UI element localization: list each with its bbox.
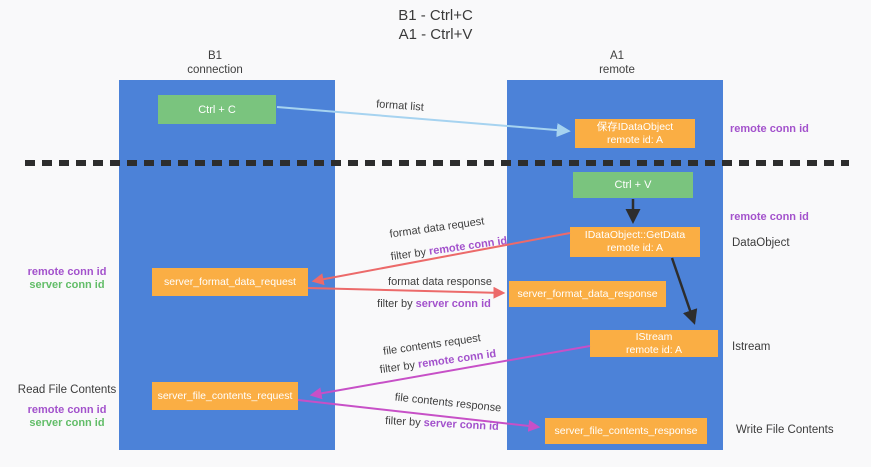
save-idataobject-line2: remote id: A [606,133,664,146]
read-server-conn-id: server conn id [29,417,105,429]
server-conn-id-text: server conn id [423,417,500,433]
istream-box: IStream remote id: A [590,330,718,357]
server-format-data-response-box: server_format_data_response [509,281,666,307]
istream-line1: IStream [635,330,673,343]
save-idataobject-box: 保存IDataObject remote id: A [575,119,695,148]
istream-side-label: Istream [732,341,771,353]
format-list-label: format list [375,98,425,114]
format-response-arrow [307,286,506,299]
remote-conn-id-text: remote conn id [428,234,508,258]
left-remote-conn-id: remote conn id [27,266,107,278]
save-idataobject-line1: 保存IDataObject [596,120,674,133]
idataobject-getdata-box: IDataObject::GetData remote id: A [570,227,700,257]
server-file-contents-response-box: server_file_contents_response [545,418,707,444]
title-line-2: A1 - Ctrl+V [398,26,473,43]
dataobject-label: DataObject [732,237,790,249]
write-file-contents-label: Write File Contents [736,424,834,436]
file-contents-response-label: file contents response [394,391,502,415]
left-server-conn-id: server conn id [29,279,105,291]
getdata-line1: IDataObject::GetData [584,229,686,241]
ctrl-v-box: Ctrl + V [573,172,693,198]
filter-by-server-conn-id-label-1: filter by server conn id [377,298,491,310]
read-file-contents-group: Read File Contents remote conn id server… [14,384,120,430]
remote-conn-id-right-mid: remote conn id [730,211,809,223]
read-remote-conn-id: remote conn id [27,404,107,416]
lane-a1-name: A1 [609,50,625,62]
filter-by-remote-conn-id-label-1: filter by remote conn id [390,235,508,263]
lane-a1-role: remote [599,64,635,76]
diagram-title: B1 - Ctrl+C A1 - Ctrl+V [0,6,871,44]
title-line-1: B1 - Ctrl+C [398,7,473,24]
lane-b1-role: connection [187,64,243,76]
server-conn-id-text: server conn id [415,298,491,310]
read-file-contents-label: Read File Contents [17,384,117,396]
left-conn-id-group: remote conn id server conn id [14,266,120,292]
format-data-request-label: format data request [388,215,486,241]
server-format-data-request-box: server_format_data_request [152,268,308,296]
filter-by-text: filter by [384,415,424,430]
lane-header-b1: B1 connection [155,49,275,77]
remote-conn-id-right-top: remote conn id [730,123,809,135]
ctrl-c-box: Ctrl + C [158,95,276,124]
format-data-response-label: format data response [388,276,492,288]
filter-by-text: filter by [390,245,430,264]
filter-by-server-conn-id-label-2: filter by server conn id [385,415,499,433]
lane-b1-name: B1 [207,50,223,62]
filter-by-text: filter by [377,298,416,310]
getdata-line2: remote id: A [606,242,664,254]
lane-header-a1: A1 remote [557,49,677,77]
server-file-contents-request-box: server_file_contents_request [152,382,298,410]
istream-line2: remote id: A [625,343,683,356]
filter-by-text: filter by [379,358,419,377]
